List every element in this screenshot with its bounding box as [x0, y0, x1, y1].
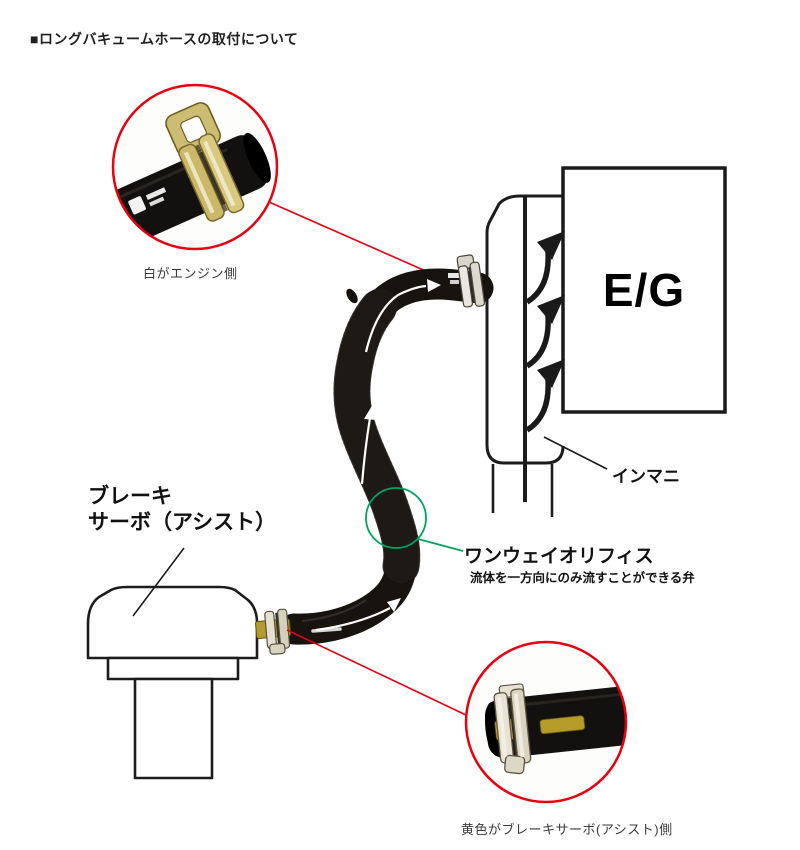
leader-line-orifice [417, 538, 464, 552]
flow-arrow [537, 295, 565, 324]
hose-clamp [493, 683, 532, 775]
hose-clamp-servo-side [255, 608, 292, 655]
orifice-description: 流体を一方向にのみ流すことができる弁 [470, 571, 695, 585]
hose-logo-print [128, 187, 167, 215]
intake-manifold-channel [491, 197, 554, 517]
hose-direction-arrows [315, 279, 441, 632]
inset-photo-engine-side [113, 85, 277, 249]
brake-servo-shape [86, 585, 259, 780]
intake-manifold-label: インマニ [612, 467, 680, 486]
leader-line-brake-servo [132, 547, 185, 617]
inset-circle-servo-side [464, 640, 628, 804]
orifice-title: ワンウェイオリフィス [464, 546, 654, 567]
inset-servo-caption: 黄色がブレーキサーボ(アシスト)側 [461, 822, 673, 837]
flow-arrow [537, 359, 565, 388]
inset-photo-servo-side [466, 642, 626, 802]
hose-clamp-engine-side [456, 254, 486, 308]
hose-clamp [165, 102, 245, 222]
brake-servo-label: ブレーキ サーボ（アシスト） [88, 484, 276, 535]
sleeve-nub [346, 288, 358, 304]
inset-engine-caption: 白がエンジン側 [143, 266, 238, 281]
engine-box-label: E/G [602, 264, 686, 316]
flow-arrow [537, 231, 565, 260]
inset-circle-engine-side [111, 83, 279, 251]
one-way-orifice-circle [365, 487, 427, 549]
engine-box [561, 166, 727, 414]
leader-line-servo-inset [286, 629, 469, 717]
page-title: ■ロングバキュームホースの取付について [30, 31, 299, 47]
brake-servo-label-line2: サーボ（アシスト） [88, 510, 277, 534]
flow-arrows [525, 231, 565, 433]
leader-line-intake-manifold [543, 436, 608, 470]
brake-servo-label-line1: ブレーキ [88, 485, 172, 508]
vacuum-hose [255, 254, 494, 655]
